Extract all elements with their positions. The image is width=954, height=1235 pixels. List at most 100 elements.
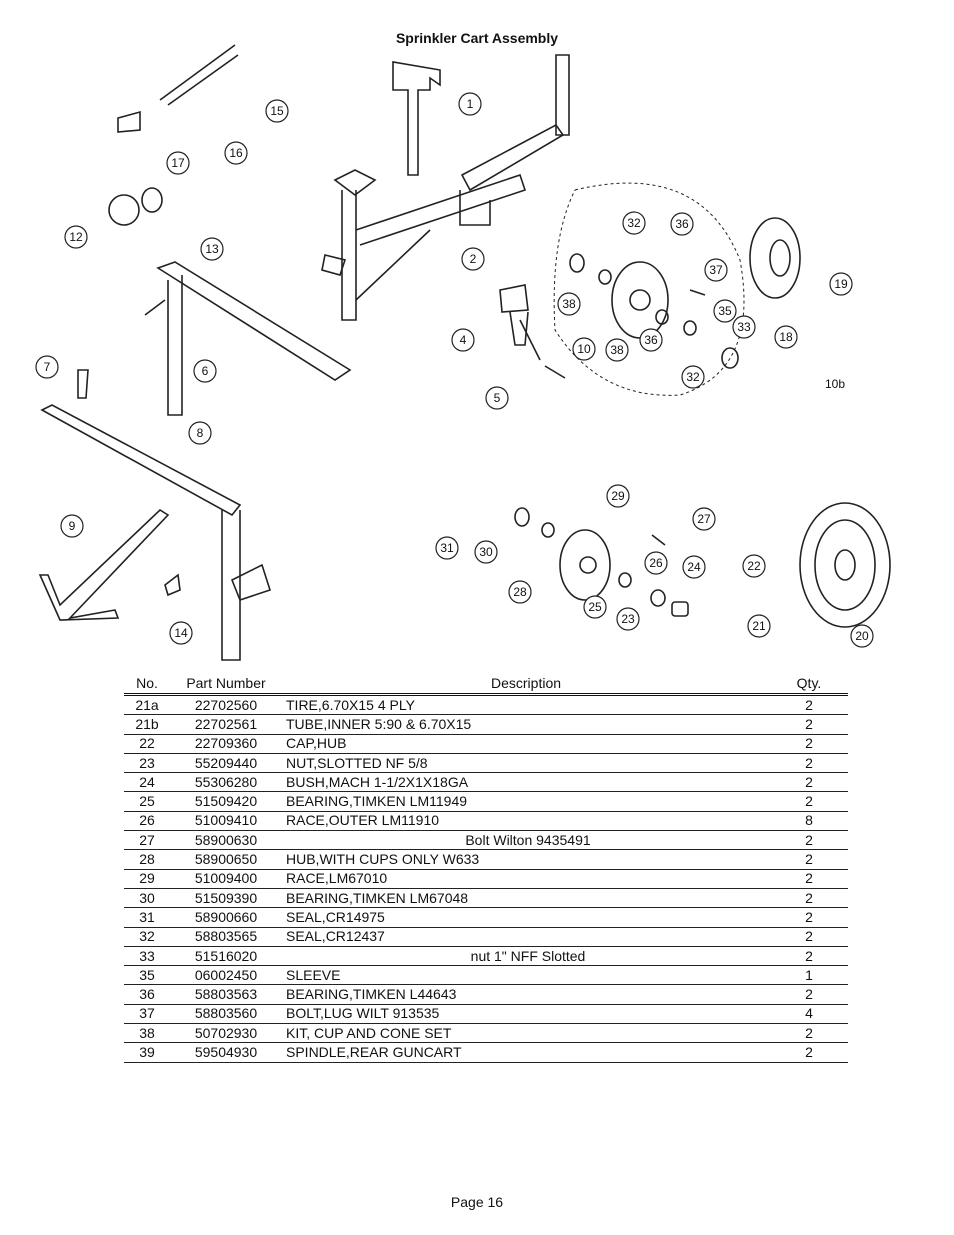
cell-description: RACE,LM67010 (282, 869, 770, 889)
cell-no: 23 (124, 753, 170, 774)
svg-text:36: 36 (644, 333, 658, 347)
cell-description: NUT,SLOTTED NF 5/8 (282, 753, 770, 774)
cell-no: 29 (124, 869, 170, 889)
svg-text:25: 25 (588, 600, 602, 614)
cell-no: 36 (124, 984, 170, 1005)
header-description: Description (490, 675, 562, 691)
svg-text:30: 30 (479, 545, 493, 559)
cell-part-number: 55306280 (170, 772, 282, 793)
svg-text:2: 2 (470, 252, 477, 266)
cell-no: 33 (124, 946, 170, 967)
svg-text:26: 26 (649, 556, 663, 570)
cell-qty: 2 (770, 869, 848, 889)
table-header-row: No. Part Number Description Qty. (124, 673, 848, 695)
header-qty: Qty. (796, 675, 822, 691)
cell-qty: 2 (770, 694, 848, 716)
cell-description: Bolt Wilton 9435491 (282, 830, 770, 851)
cell-qty: 2 (770, 753, 848, 774)
header-part-number: Part Number (186, 675, 266, 691)
svg-text:17: 17 (171, 156, 185, 170)
cell-part-number: 51516020 (170, 946, 282, 967)
svg-text:32: 32 (686, 370, 700, 384)
svg-text:7: 7 (44, 360, 51, 374)
cell-no: 27 (124, 830, 170, 851)
svg-text:32: 32 (627, 216, 641, 230)
cell-qty: 8 (770, 811, 848, 832)
cell-no: 24 (124, 772, 170, 793)
svg-text:13: 13 (205, 242, 219, 256)
cell-part-number: 51509420 (170, 791, 282, 812)
cell-qty: 1 (770, 965, 848, 986)
cell-no: 26 (124, 811, 170, 832)
svg-text:19: 19 (834, 277, 848, 291)
cell-qty: 2 (770, 1042, 848, 1063)
cell-no: 28 (124, 849, 170, 870)
cell-description: KIT, CUP AND CONE SET (282, 1023, 770, 1044)
svg-text:15: 15 (270, 104, 284, 118)
svg-text:14: 14 (174, 626, 188, 640)
page-title: Sprinkler Cart Assembly (395, 30, 559, 46)
cell-description: SEAL,CR12437 (282, 927, 770, 947)
svg-text:5: 5 (494, 391, 501, 405)
cell-part-number: 51009400 (170, 869, 282, 889)
cell-no: 30 (124, 888, 170, 909)
cell-part-number: 58900650 (170, 849, 282, 870)
cell-part-number: 51009410 (170, 811, 282, 832)
svg-text:1: 1 (467, 97, 474, 111)
svg-text:35: 35 (718, 304, 732, 318)
cell-description: TIRE,6.70X15 4 PLY (282, 694, 770, 716)
cell-no: 22 (124, 734, 170, 754)
cell-qty: 4 (770, 1004, 848, 1025)
cell-no: 25 (124, 791, 170, 812)
cell-no: 35 (124, 965, 170, 986)
cell-description: BEARING,TIMKEN LM11949 (282, 791, 770, 812)
cell-description: BEARING,TIMKEN LM67048 (282, 888, 770, 909)
cell-part-number: 58803563 (170, 984, 282, 1005)
svg-text:29: 29 (611, 489, 625, 503)
cell-description: RACE,OUTER LM11910 (282, 811, 770, 832)
cell-description: SEAL,CR14975 (282, 907, 770, 928)
svg-text:24: 24 (687, 560, 701, 574)
cell-part-number: 58803565 (170, 927, 282, 947)
cell-description: SLEEVE (282, 965, 770, 986)
header-no: No. (136, 675, 158, 691)
cell-part-number: 55209440 (170, 753, 282, 774)
svg-text:27: 27 (697, 512, 711, 526)
cell-part-number: 59504930 (170, 1042, 282, 1063)
cell-part-number: 58900630 (170, 830, 282, 851)
svg-text:12: 12 (69, 230, 83, 244)
cell-part-number: 06002450 (170, 965, 282, 986)
cell-qty: 2 (770, 791, 848, 812)
cell-no: 31 (124, 907, 170, 928)
svg-text:10: 10 (577, 342, 591, 356)
cell-part-number: 58900660 (170, 907, 282, 928)
svg-text:6: 6 (202, 364, 209, 378)
cell-no: 21a (124, 694, 170, 716)
svg-text:36: 36 (675, 217, 689, 231)
svg-text:9: 9 (69, 519, 76, 533)
cell-part-number: 58803560 (170, 1004, 282, 1025)
cell-qty: 2 (770, 888, 848, 909)
cell-description: CAP,HUB (282, 734, 770, 754)
cell-part-number: 22709360 (170, 734, 282, 754)
cell-qty: 2 (770, 772, 848, 793)
cell-no: 21b (124, 714, 170, 735)
svg-text:22: 22 (747, 559, 761, 573)
